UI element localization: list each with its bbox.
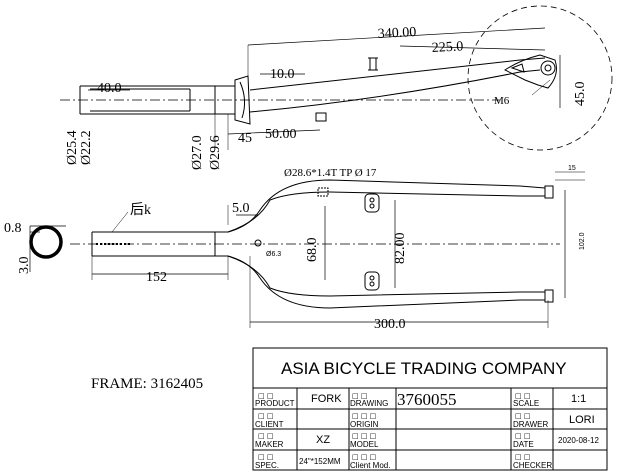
scale-value: 1:1 (571, 393, 586, 405)
box-glyphs: □ □ (352, 392, 367, 400)
drawer-label: DRAWER (513, 420, 548, 429)
dim-40: 40.0 (97, 81, 122, 96)
dim-5: 5.0 (232, 201, 250, 216)
scale-label: SCALE (513, 399, 539, 408)
dim-d254: Ø25.4 (65, 130, 80, 165)
box-glyphs: □ □ □ (352, 412, 376, 420)
spec-value: 24"*152MM (299, 457, 341, 466)
dim-45: 45 (238, 131, 252, 146)
dim-82: 82.00 (393, 233, 408, 265)
m6-label: M6 (494, 95, 510, 107)
date-value: 2020-08-12 (558, 436, 599, 445)
company-name: ASIA BICYCLE TRADING COMPANY (281, 359, 567, 378)
tube-spec: Ø28.6*1.4T TP Ø 17 (284, 167, 377, 179)
checker-label: CHECKER (513, 461, 552, 470)
title-block (252, 347, 608, 471)
dim-d222: Ø22.2 (79, 130, 94, 165)
spec-label: SPEC. (255, 461, 279, 470)
front-view (70, 171, 585, 328)
product-value: FORK (311, 393, 342, 405)
note-label: 后k (130, 202, 151, 218)
box-glyphs: □ □ (515, 432, 530, 440)
product-label: PRODUCT (255, 399, 295, 408)
dim-225: 225.0 (431, 39, 463, 56)
section-view (29, 225, 66, 272)
dim-300: 300.0 (374, 317, 406, 332)
box-glyphs: □ □ (258, 453, 273, 461)
box-glyphs: □ □ (258, 412, 273, 420)
model-label: MODEL (350, 440, 379, 449)
dim-50: 50.00 (265, 127, 297, 142)
box-glyphs: □ □ (258, 432, 273, 440)
dim-08: 0.8 (4, 221, 22, 236)
dim-30: 3.0 (17, 257, 32, 275)
box-glyphs: □ □ □ (352, 432, 376, 440)
origin-label: ORIGIN (350, 420, 379, 429)
dim-68: 68.0 (305, 238, 320, 263)
dim-15: 15 (568, 165, 576, 172)
side-view (60, 5, 613, 151)
drawer-value: LORI (569, 414, 595, 426)
dim-10: 10.0 (270, 67, 295, 82)
dim-152: 152 (146, 270, 167, 285)
drawing-label: DRAWING (350, 399, 388, 408)
dim-d296: Ø29.6 (208, 135, 223, 170)
box-glyphs: □ □ □ (352, 453, 376, 461)
client-mod-label: Client Mod. (350, 461, 390, 470)
box-glyphs: □ □ (515, 392, 530, 400)
drawing-number: 3760055 (397, 390, 457, 409)
date-label: DATE (513, 440, 534, 449)
maker-value: XZ (316, 434, 330, 446)
dim-63: Ø6.3 (266, 251, 281, 258)
box-glyphs: □ □ (515, 453, 530, 461)
dim-45v: 45.0 (573, 82, 588, 107)
dim-340: 340.00 (377, 25, 416, 42)
client-label: CLIENT (255, 420, 284, 429)
box-glyphs: □ □ (515, 412, 530, 420)
dim-102: 102.0 (579, 232, 586, 250)
box-glyphs: □ □ (258, 392, 273, 400)
frame-label: FRAME: 3162405 (91, 376, 203, 392)
maker-label: MAKER (255, 440, 284, 449)
dim-d270: Ø27.0 (190, 135, 205, 170)
